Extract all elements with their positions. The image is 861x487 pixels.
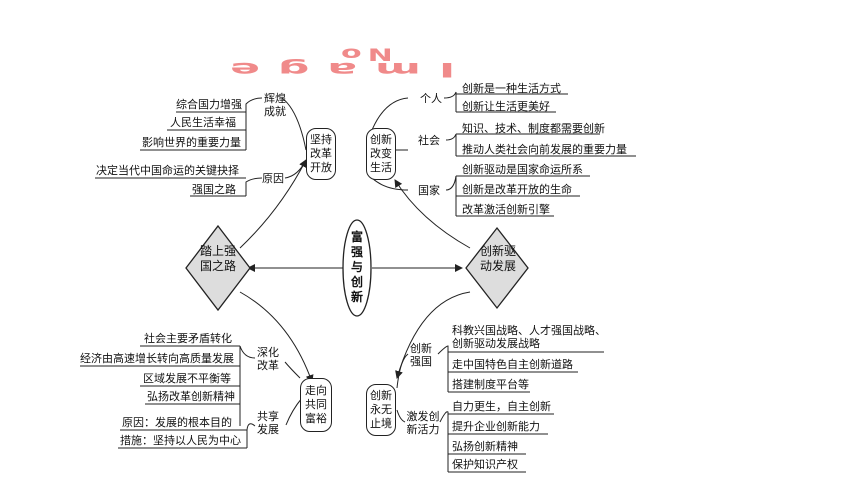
list-item: 搭建制度平台等: [452, 378, 529, 391]
list-item: 强国之路: [192, 183, 236, 196]
group-label-shared-development: 共享发展: [257, 410, 279, 436]
list-item: 科教兴国战略、人才强国战略、创新驱动发展战略: [452, 324, 606, 350]
list-item: 创新驱动是国家命运所系: [462, 163, 583, 176]
box-reform-opening: 坚持改革开放: [306, 128, 336, 180]
group-label-reason: 原因: [262, 172, 284, 185]
box-innovation-endless: 创新永无止境: [366, 384, 396, 436]
box-innovation-life: 创新改变生活: [366, 128, 396, 180]
group-label-achievements: 辉煌成就: [264, 92, 286, 118]
list-item: 人民生活幸福: [170, 116, 236, 129]
list-item: 社会主要矛盾转化: [144, 332, 232, 345]
list-item: 创新是改革开放的生命: [462, 183, 572, 196]
list-item: 改革激活创新引擎: [462, 203, 550, 216]
right-diamond-label: 创新驱动发展: [480, 244, 517, 273]
list-item: 保护知识产权: [452, 458, 518, 471]
list-item: 弘扬创新精神: [452, 440, 518, 453]
group-label-individual: 个人: [420, 92, 442, 105]
list-item: 区域发展不平衡等: [143, 372, 231, 385]
center-node: 富强与创新: [350, 230, 363, 304]
group-label-nation: 国家: [418, 184, 440, 197]
list-item: 措施：坚持以人民为中心: [120, 434, 241, 447]
list-item: 原因：发展的根本目的: [122, 416, 232, 429]
list-item: 经济由高速增长转向高质量发展: [80, 352, 234, 365]
list-item: 弘扬改革创新精神: [147, 390, 235, 403]
list-item: 知识、技术、制度都需要创新: [462, 122, 605, 135]
list-item: 自力更生，自主创新: [452, 400, 551, 413]
group-label-innovation-power: 创新强国: [410, 342, 432, 368]
group-label-deepen-reform: 深化改革: [257, 346, 279, 372]
list-item: 创新是一种生活方式: [462, 82, 561, 95]
list-item: 推动人类社会向前发展的重要力量: [462, 143, 627, 156]
group-label-stimulate-vitality: 激发创新活力: [406, 410, 440, 436]
left-diamond-label: 踏上强国之路: [200, 244, 237, 273]
list-item: 决定当代中国命运的关键抉择: [96, 164, 239, 177]
list-item: 创新让生活更美好: [462, 100, 550, 113]
list-item: 走中国特色自主创新道路: [452, 358, 573, 371]
box-common-prosperity: 走向共同富裕: [300, 378, 332, 432]
list-item: 综合国力增强: [176, 98, 242, 111]
group-label-society: 社会: [418, 134, 440, 147]
list-item: 提升企业创新能力: [452, 420, 540, 433]
list-item: 影响世界的重要力量: [142, 136, 241, 149]
